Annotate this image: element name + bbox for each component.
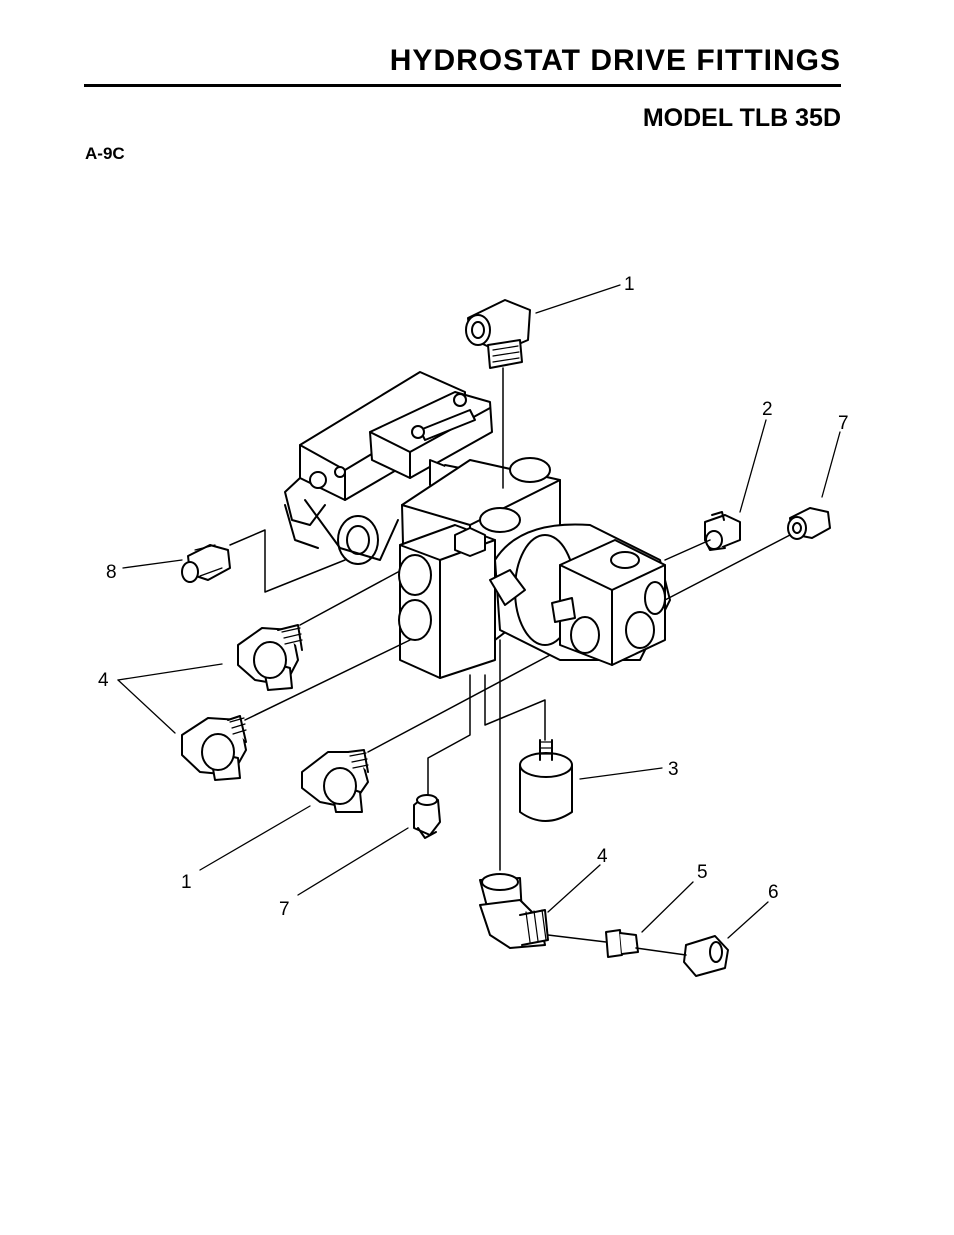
model-title: MODEL TLB 35D xyxy=(642,104,841,132)
callout-6: 6 xyxy=(768,882,779,903)
callout-4-left: 4 xyxy=(98,670,109,691)
elbow-fitting-4-upper xyxy=(237,624,303,691)
callout-7-right: 7 xyxy=(838,413,849,434)
callout-7-bottom: 7 xyxy=(279,899,290,920)
elbow-fitting-4-bottom xyxy=(479,873,549,949)
nut-fitting-6 xyxy=(683,935,729,977)
callout-4-bottom: 4 xyxy=(597,846,608,867)
figure-id: A-9C xyxy=(85,144,125,163)
page-title: HYDROSTAT DRIVE FITTINGS xyxy=(389,44,841,77)
callout-1-top: 1 xyxy=(624,274,635,295)
connection-lines xyxy=(229,367,791,956)
straight-fitting-7-right xyxy=(787,507,831,540)
straight-fitting-7-lower xyxy=(413,794,441,839)
straight-fitting-8 xyxy=(181,544,231,583)
cap-fitting-3 xyxy=(519,739,573,822)
straight-fitting-2 xyxy=(704,511,741,551)
callout-3: 3 xyxy=(668,759,679,780)
elbow-fitting-4-lower xyxy=(181,715,247,781)
leader-lines xyxy=(117,284,841,939)
adapter-fitting-5 xyxy=(605,929,639,958)
title-divider xyxy=(84,84,841,87)
hydrostat-pump-assembly xyxy=(284,371,671,679)
callout-5: 5 xyxy=(697,862,708,883)
callout-numbers: 1 2 7 8 4 3 1 7 4 5 6 xyxy=(98,274,849,920)
elbow-fitting-1-lower xyxy=(301,749,369,813)
callout-1-bottom: 1 xyxy=(181,872,192,893)
callout-2: 2 xyxy=(762,399,773,420)
callout-8: 8 xyxy=(106,562,117,583)
elbow-fitting-top xyxy=(465,299,531,369)
